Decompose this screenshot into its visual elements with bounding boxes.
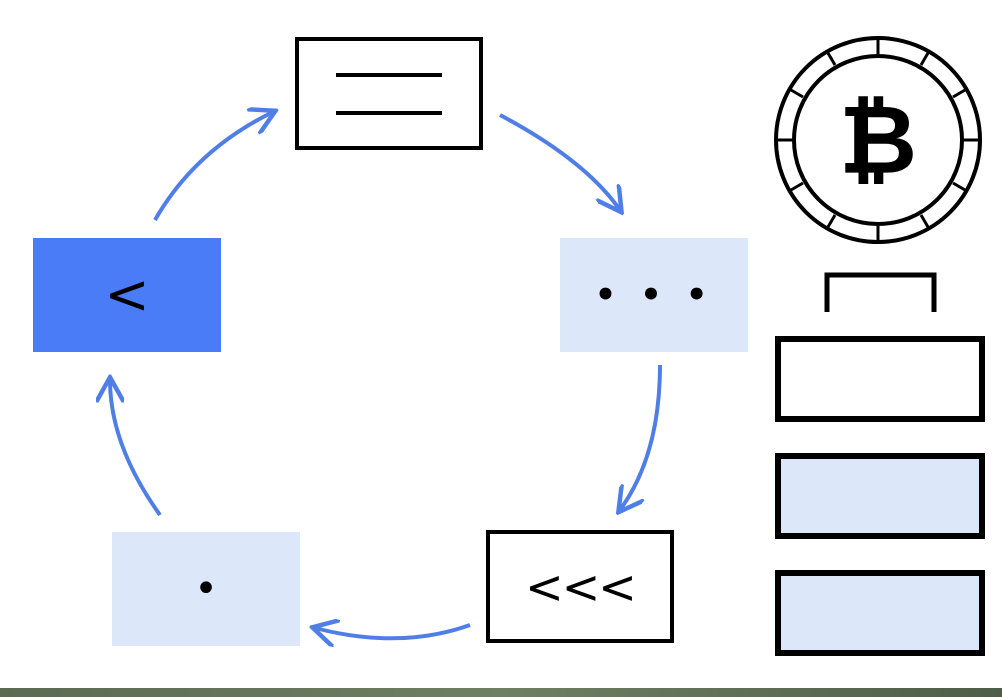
arrow-left-to-top <box>153 112 273 221</box>
ellipsis-icon: • • • <box>594 275 714 315</box>
node-dot: • <box>112 532 300 646</box>
hamburger-lines-icon <box>336 72 442 115</box>
stack-bar-1 <box>775 336 985 422</box>
coin-ticks <box>778 40 978 240</box>
node-menu <box>295 37 483 150</box>
node-back: < <box>33 238 221 352</box>
arrow-bottom-left-to-left <box>110 380 162 517</box>
dot-icon: • <box>194 566 218 612</box>
arrow-top-to-right <box>499 113 620 210</box>
stack-bar-2 <box>775 453 985 539</box>
arrow-right-to-bottom-right <box>620 364 662 510</box>
triple-chevron-left-icon: <<< <box>525 559 637 614</box>
coin-symbol: ₿ <box>838 84 918 196</box>
chevron-left-icon: < <box>104 263 150 326</box>
bracket-handle-icon <box>824 272 937 312</box>
node-more: • • • <box>560 238 748 352</box>
stack-bar-3 <box>775 570 985 656</box>
footer-band <box>0 688 1002 697</box>
bitcoin-coin-icon <box>774 36 982 244</box>
arrow-bottom-right-to-bottom-left <box>315 625 471 638</box>
node-rewind: <<< <box>486 530 674 643</box>
